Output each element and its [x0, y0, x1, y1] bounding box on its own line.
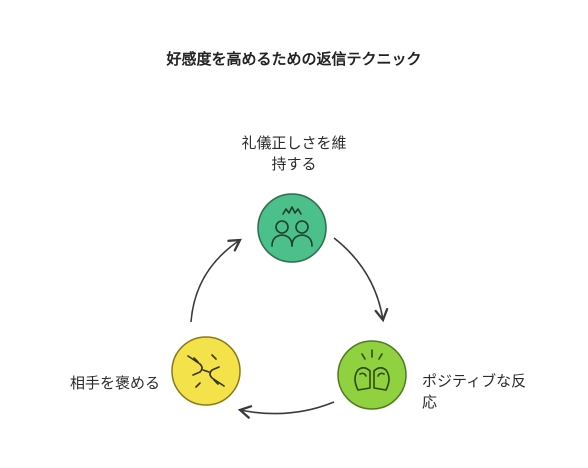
boxing-gloves-icon [354, 349, 390, 391]
diagram-title: 好感度を高めるための返信テクニック [166, 50, 422, 68]
arrow-right-to-left [237, 401, 335, 419]
arrow-top-to-right [333, 237, 389, 323]
node-positive [337, 340, 407, 410]
node-label-positive: ポジティブな反 応 [422, 372, 527, 411]
arrow-left-to-top [190, 238, 242, 323]
node-label-courtesy: 礼儀正しさを維 持する [241, 134, 347, 173]
people-icon [271, 206, 313, 247]
node-courtesy [257, 193, 327, 263]
fist-bump-icon [187, 354, 225, 388]
node-label-praise: 相手を褒める [69, 374, 160, 392]
node-praise [171, 336, 241, 406]
